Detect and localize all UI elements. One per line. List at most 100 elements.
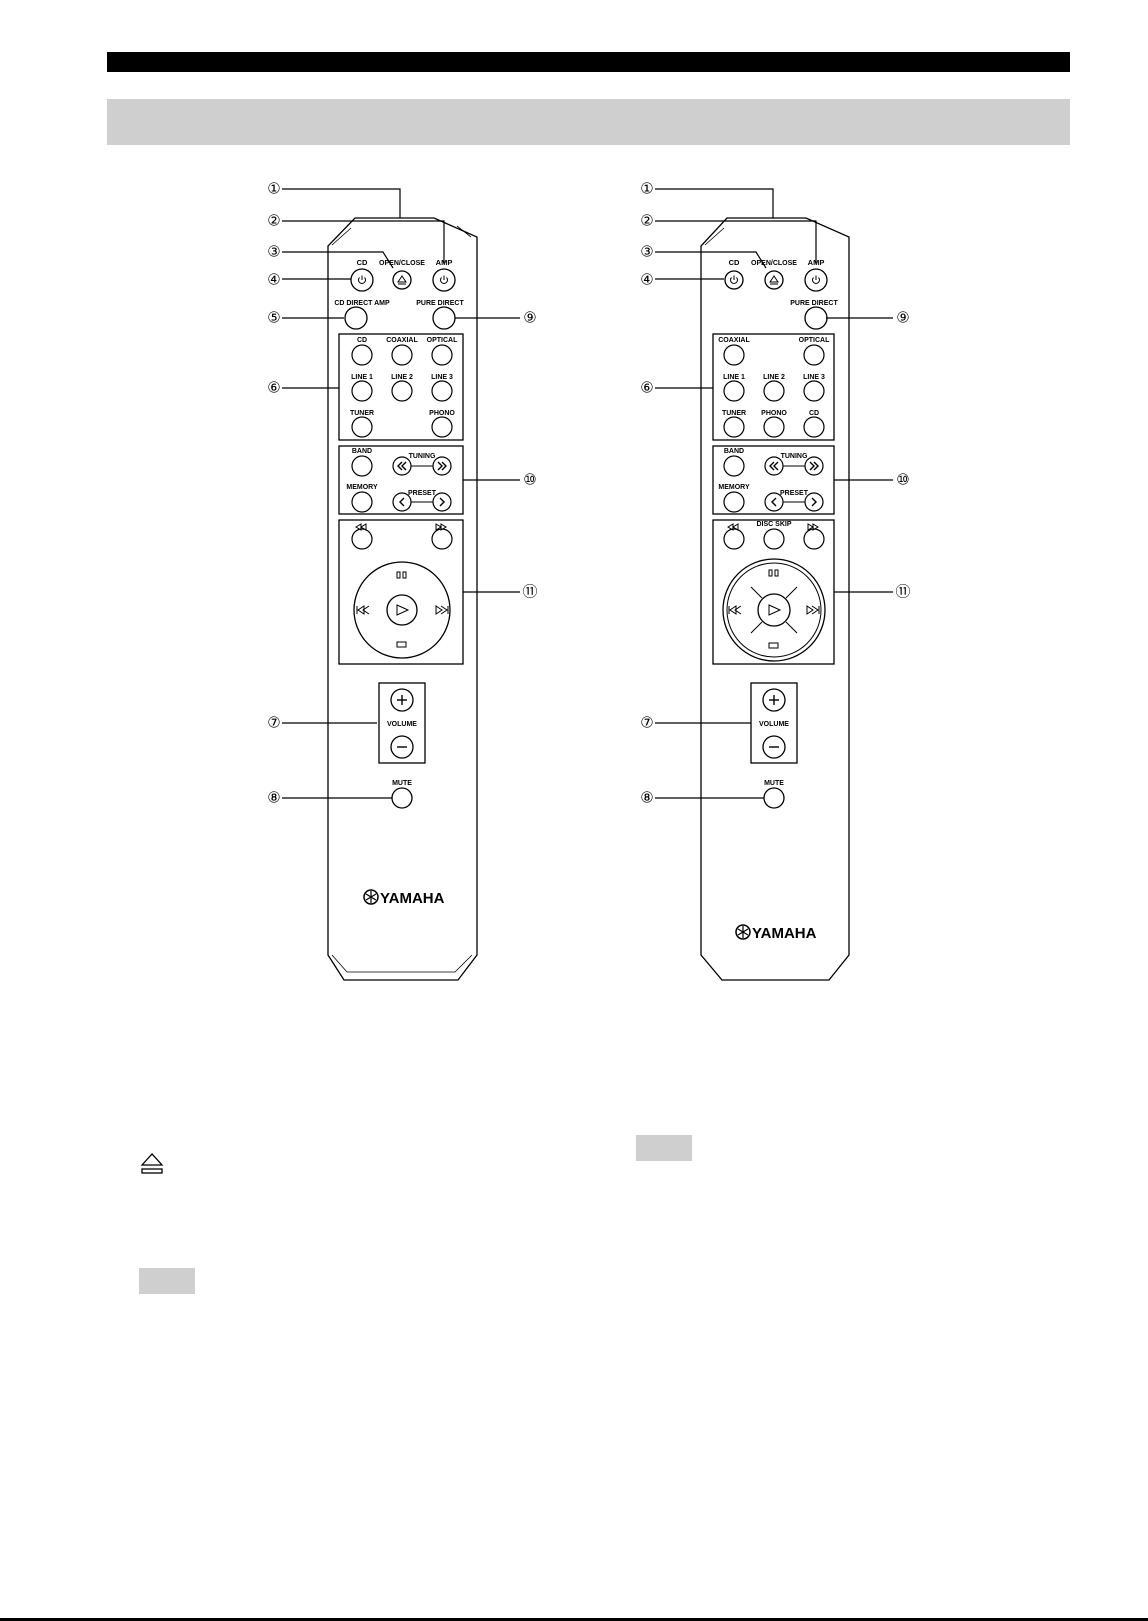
callout-11: ⑪ [895,584,910,601]
double-left-chevron-icon [769,461,779,471]
label-open-close: OPEN/CLOSE [379,260,425,267]
memory-button[interactable] [723,491,745,513]
disc-skip-button[interactable] [763,528,785,550]
skip-back-icon [356,605,370,615]
callout-10: ⑩ [896,472,909,489]
label-cd: CD [357,258,368,267]
input-button-line1[interactable] [723,380,745,402]
callout-1: ① [267,181,280,198]
input-button-cd[interactable] [803,416,825,438]
fast-rewind-icon [355,523,367,531]
callout-2: ② [640,213,653,230]
volume-panel [750,682,798,764]
amp-power-button[interactable] [432,268,456,292]
label-open-close: OPEN/CLOSE [751,260,797,267]
input-button-phono[interactable] [431,416,453,438]
right-chevron-icon [439,497,445,507]
label-input: OPTICAL [427,337,458,344]
callout-7: ⑦ [640,715,653,732]
callout-8: ⑧ [267,790,280,807]
band-button[interactable] [351,455,373,477]
play-button[interactable] [386,594,418,626]
eject-icon [140,1153,164,1174]
label-tuning: TUNING [781,453,808,460]
input-button-line3[interactable] [803,380,825,402]
double-left-chevron-icon [397,461,407,471]
callout-8: ⑧ [640,790,653,807]
eject-icon [769,275,779,285]
fast-forward-button[interactable] [803,528,825,550]
yamaha-logo-icon [363,889,379,905]
eject-icon [397,275,407,285]
skip-forward-icon [435,605,449,615]
mute-button[interactable] [391,787,413,809]
mute-button[interactable] [763,787,785,809]
input-button-optical[interactable] [803,344,825,366]
label-band: BAND [724,448,744,455]
power-icon [730,275,738,284]
header-rule [107,52,1070,72]
label-volume: VOLUME [759,721,789,728]
volume-down-button[interactable] [390,735,414,759]
fast-forward-button[interactable] [431,528,453,550]
rewind-button[interactable] [723,528,745,550]
cd-direct-amp-button[interactable] [344,306,368,330]
eject-button[interactable] [764,270,784,290]
input-button-phono[interactable] [763,416,785,438]
rewind-button[interactable] [351,528,373,550]
input-button-line1[interactable] [351,380,373,402]
pause-icon [768,569,779,577]
section-heading-band [107,99,1070,145]
power-icon [358,275,366,284]
transport-panel [712,519,835,665]
pure-direct-button[interactable] [432,306,456,330]
volume-up-button[interactable] [390,688,414,712]
remote-right [655,188,893,981]
band-button[interactable] [723,455,745,477]
power-icon [812,275,820,284]
volume-up-button[interactable] [762,688,786,712]
amp-power-button[interactable] [804,268,828,292]
input-button-cd[interactable] [351,344,373,366]
double-right-chevron-icon [437,461,447,471]
label-cd: CD [729,258,740,267]
label-input: LINE 1 [351,374,373,381]
input-button-tuner[interactable] [351,416,373,438]
label-volume: VOLUME [387,721,417,728]
input-button-line2[interactable] [763,380,785,402]
label-cd-direct-amp: CD DIRECT AMP [334,300,390,307]
label-memory: MEMORY [346,484,378,491]
callout-3: ③ [640,244,653,261]
stop-icon [396,641,407,648]
cd-power-button[interactable] [724,270,744,290]
callout-4: ④ [267,272,280,289]
play-icon [768,604,782,616]
label-input: CD [809,410,819,417]
callout-4: ④ [640,272,653,289]
label-input: LINE 3 [803,374,825,381]
skip-back-icon [728,605,742,615]
input-button-coaxial[interactable] [723,344,745,366]
play-button[interactable] [757,593,791,627]
label-input: PHONO [429,410,455,417]
callout-1: ① [640,181,653,198]
input-button-line2[interactable] [391,380,413,402]
transport-panel [338,519,464,665]
input-button-tuner[interactable] [723,416,745,438]
pause-icon [396,571,407,579]
callout-9: ⑨ [523,310,536,327]
eject-button[interactable] [392,270,412,290]
input-button-coaxial[interactable] [391,344,413,366]
remote-diagrams: CD OPEN/CLOSE AMP CD DIRECT AMP PURE DIR… [267,181,911,981]
callout-10: ⑩ [523,472,536,489]
yamaha-logo-icon [735,924,751,940]
pure-direct-button[interactable] [804,306,828,330]
input-selector-panel [338,333,464,441]
volume-down-button[interactable] [762,735,786,759]
label-mute: MUTE [392,780,412,787]
input-button-optical[interactable] [431,344,453,366]
cd-power-button[interactable] [350,268,374,292]
memory-button[interactable] [351,491,373,513]
input-button-line3[interactable] [431,380,453,402]
fast-forward-icon [435,523,447,531]
